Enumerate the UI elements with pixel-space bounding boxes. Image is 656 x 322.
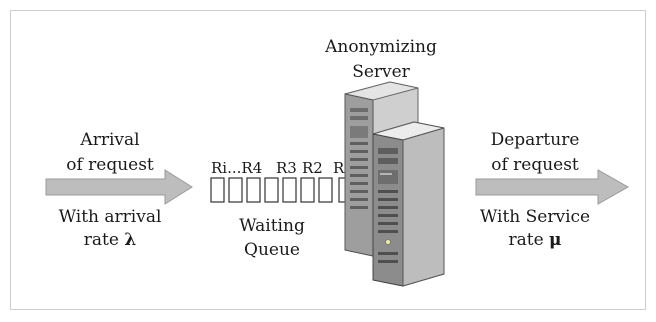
- arrival-rate-line2: rate λ: [40, 229, 180, 251]
- arrival-label-line2: of request: [66, 155, 154, 175]
- queue-slot: [246, 177, 261, 203]
- server-icon: [344, 81, 445, 287]
- departure-label-line1: Departure: [490, 130, 580, 150]
- departure-rate-prefix: rate: [508, 230, 550, 250]
- queue-slot: [210, 177, 225, 203]
- arrival-rate-symbol: λ: [124, 230, 137, 250]
- queue-label-line2: Queue: [244, 240, 300, 260]
- queue-slot: [282, 177, 297, 203]
- departure-rate-symbol: μ: [549, 230, 562, 250]
- arrival-rate-line1: With arrival: [58, 207, 162, 227]
- server-label-line2: Server: [352, 62, 410, 82]
- queue-request-ri-r4: Ri...R4: [211, 159, 263, 177]
- arrival-rate-prefix: rate: [83, 230, 125, 250]
- arrival-arrow: [45, 169, 193, 205]
- arrival-label-line1: Arrival: [80, 130, 140, 150]
- queue-request-r3: R3: [276, 159, 297, 177]
- queue-request-r: R: [333, 159, 345, 177]
- departure-rate-line2: rate μ: [460, 229, 610, 251]
- server-label-line1: Anonymizing: [325, 37, 437, 57]
- queue-slot: [264, 177, 279, 203]
- departure-arrow: [475, 169, 630, 205]
- queue-slot: [318, 177, 333, 203]
- queue-slot: [300, 177, 315, 203]
- queue-label-line1: Waiting: [239, 216, 305, 236]
- departure-rate-line1: With Service: [479, 207, 591, 227]
- queue-slot: [228, 177, 243, 203]
- diagram-frame: [10, 10, 646, 310]
- departure-label-line2: of request: [491, 155, 579, 175]
- queue-request-r2: R2: [302, 159, 323, 177]
- queue-slots: [210, 177, 353, 203]
